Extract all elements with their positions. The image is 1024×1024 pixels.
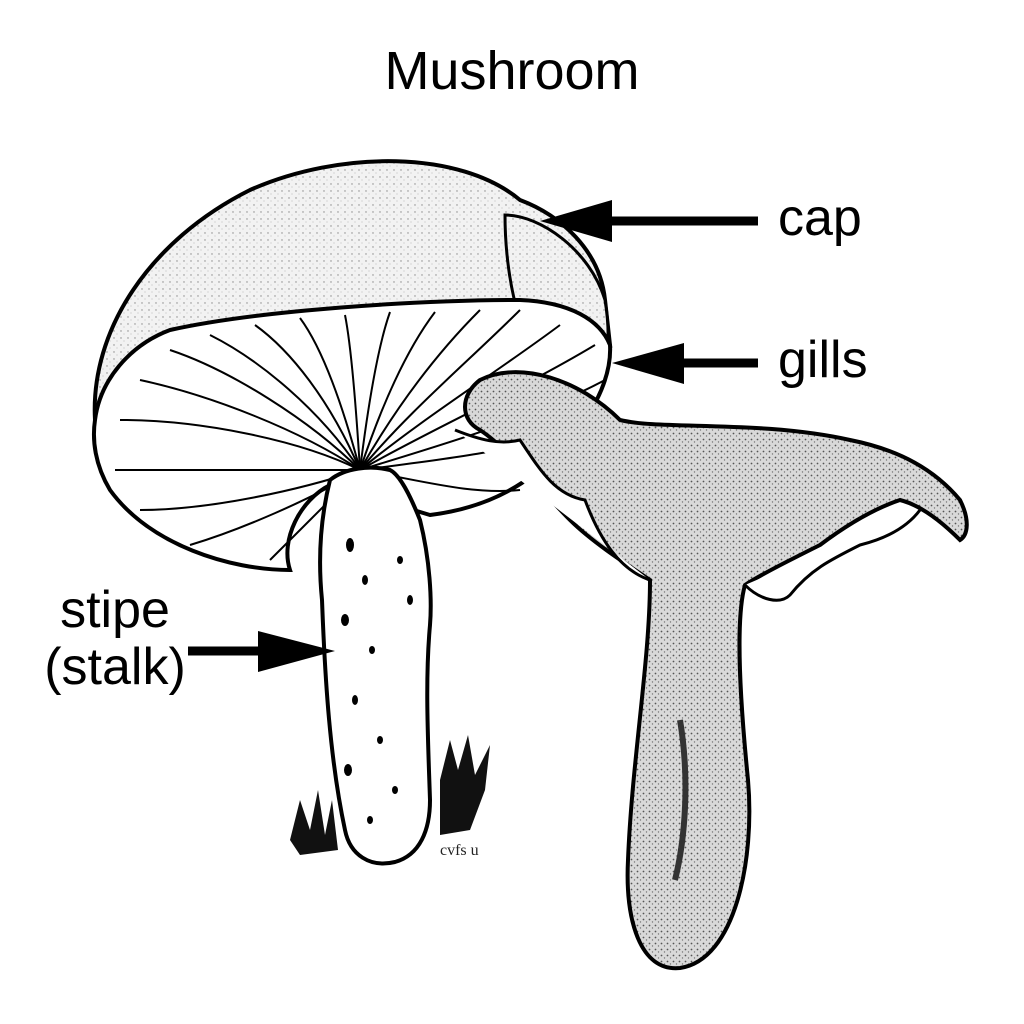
diagram-title: Mushroom xyxy=(384,41,640,101)
artist-signature: cvfs u xyxy=(440,842,479,859)
arrow-gills xyxy=(612,343,758,384)
label-stipe: stipe (stalk) xyxy=(30,581,200,697)
arrow-cap xyxy=(540,200,758,242)
mushroom-whole: cvfs u xyxy=(91,159,613,866)
mushroom-cross-section xyxy=(454,370,969,971)
gill-lines xyxy=(115,309,606,561)
stipe-speckles xyxy=(341,538,413,824)
arrow-stipe xyxy=(188,631,335,672)
label-cap: cap xyxy=(778,189,862,247)
label-stipe-line2: (stalk) xyxy=(44,638,186,697)
label-gills: gills xyxy=(778,331,868,389)
label-stipe-line1: stipe xyxy=(60,581,170,639)
grass-tufts xyxy=(290,735,490,855)
